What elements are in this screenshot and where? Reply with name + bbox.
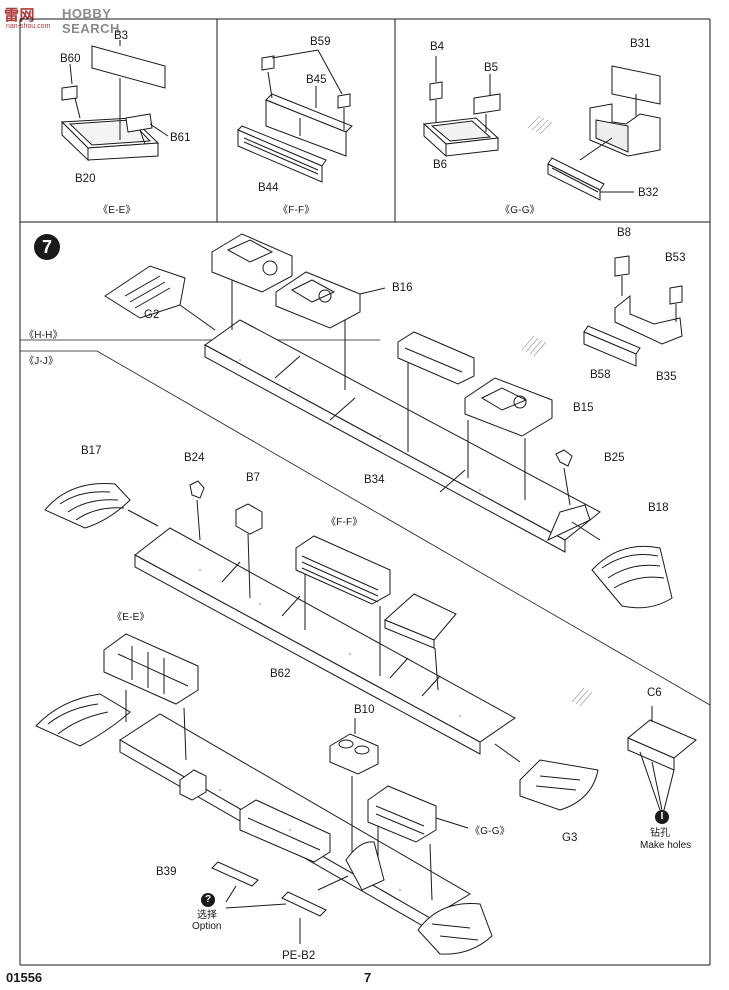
- option-label-cn: 选择: [197, 910, 217, 921]
- make-holes-label-cn: 钻孔: [650, 828, 670, 839]
- part-b16-drawing: [211, 233, 386, 390]
- watermark-site: nan-shou.com: [6, 23, 51, 30]
- panel-gg-drawing: [422, 56, 661, 201]
- label-b59: B59: [310, 36, 331, 48]
- toolbox-b34-drawing: [397, 331, 475, 452]
- chassis-b34: [204, 319, 601, 553]
- section-label-hh: 《H-H》: [24, 330, 63, 341]
- section-label-jj: 《J-J》: [24, 356, 59, 367]
- part-g2-drawing: [104, 265, 216, 331]
- label-b4: B4: [430, 41, 445, 53]
- curved-panel-drawing: [345, 841, 385, 891]
- label-b61: B61: [170, 132, 191, 144]
- callout-gg: 《G-G》: [470, 826, 510, 837]
- label-b20: B20: [75, 173, 96, 185]
- part-b10-drawing: [329, 718, 379, 860]
- page-number: 7: [364, 970, 372, 985]
- section-line-jj: [20, 350, 711, 706]
- label-b44: B44: [258, 182, 279, 194]
- label-b34: B34: [364, 474, 385, 486]
- box-ee-drawing: [103, 633, 199, 761]
- label-b53: B53: [665, 252, 686, 264]
- watermark-logo: 雷网 HOBBY SEARCH nan-shou.com: [4, 4, 154, 36]
- part-b17-drawing: [44, 483, 159, 529]
- label-b8: B8: [617, 227, 632, 239]
- tray-b62-drawing: [384, 593, 457, 691]
- label-b31: B31: [630, 38, 651, 50]
- watermark-brand-en: HOBBY SEARCH: [62, 6, 120, 36]
- bolt-dots: [198, 358, 482, 892]
- part-b15-drawing: [464, 377, 553, 500]
- hatch-mark-mid: [571, 687, 593, 707]
- label-b5: B5: [484, 62, 499, 74]
- catalog-number: 01556: [6, 970, 43, 985]
- make-holes-icon: I: [655, 810, 669, 824]
- label-g2: G2: [144, 309, 160, 321]
- label-b62: B62: [270, 668, 291, 680]
- label-b45: B45: [306, 74, 327, 86]
- panel-ee-drawing: [60, 40, 169, 162]
- label-b16: B16: [392, 282, 413, 294]
- label-b6: B6: [433, 159, 448, 171]
- callout-ee: 《E-E》: [112, 612, 150, 623]
- part-b35-drawing: [521, 255, 683, 367]
- panel-ff-drawing: [237, 49, 353, 183]
- label-b10: B10: [354, 704, 375, 716]
- option-label-en: Option: [192, 921, 222, 932]
- label-b32: B32: [638, 187, 659, 199]
- step-number-badge: 7: [34, 234, 60, 260]
- part-c6-drawing: [627, 706, 697, 811]
- label-b58: B58: [590, 369, 611, 381]
- caption-ff: 《F-F》: [278, 205, 315, 216]
- label-b60: B60: [60, 53, 81, 65]
- part-pe-b2-drawing: [225, 875, 349, 944]
- label-c6: C6: [647, 687, 662, 699]
- chassis-b62: [134, 527, 516, 755]
- label-b18: B18: [648, 502, 669, 514]
- label-b25: B25: [604, 452, 625, 464]
- label-pe-b2: PE-B2: [282, 950, 316, 962]
- option-icon: ?: [201, 893, 215, 907]
- part-b18-drawing: [571, 521, 673, 609]
- part-b24-drawing: [189, 480, 205, 541]
- label-b17: B17: [81, 445, 102, 457]
- label-b39: B39: [156, 866, 177, 878]
- part-b39-drawing: [211, 861, 259, 903]
- long-box-bottom-drawing: [239, 799, 331, 863]
- label-g3: G3: [562, 832, 578, 844]
- part-b7-drawing: [235, 503, 263, 599]
- make-holes-label-en: Make holes: [640, 840, 692, 851]
- watermark-brand-cn: 雷网: [4, 7, 36, 24]
- bracket-bottom-drawing: [179, 769, 207, 801]
- label-b15: B15: [573, 402, 594, 414]
- box-ff-drawing: [295, 535, 391, 676]
- box-gg-drawing: [367, 785, 469, 901]
- label-b35: B35: [656, 371, 677, 383]
- label-b7: B7: [246, 472, 261, 484]
- caption-gg: 《G-G》: [500, 205, 540, 216]
- part-g3-drawing: [494, 743, 599, 811]
- label-b24: B24: [184, 452, 205, 464]
- caption-ee: 《E-E》: [98, 205, 136, 216]
- callout-ff: 《F-F》: [326, 517, 363, 528]
- part-b25-drawing: [555, 449, 573, 506]
- label-b3: B3: [114, 30, 129, 42]
